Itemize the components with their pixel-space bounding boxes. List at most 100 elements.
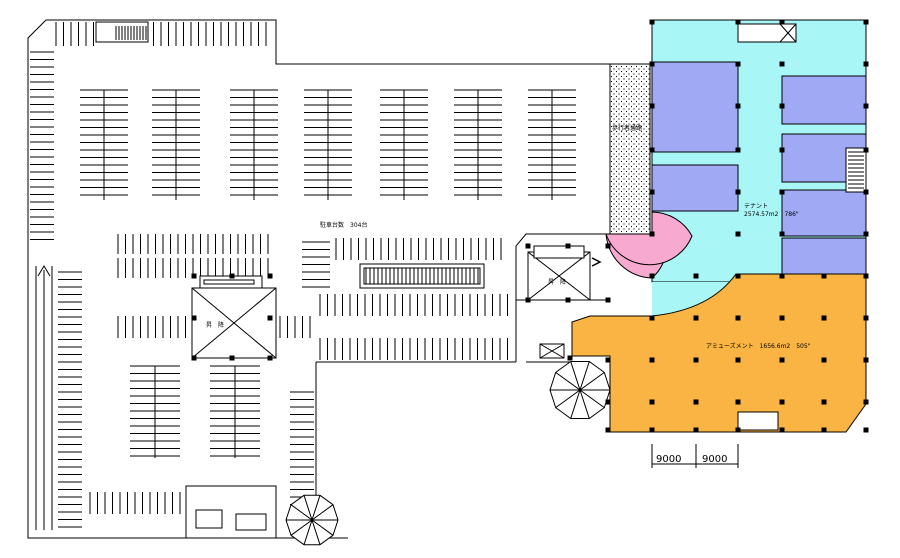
column [605, 243, 611, 249]
column [863, 357, 869, 363]
canopy-rib [311, 495, 321, 521]
canopy-rib [290, 504, 313, 521]
column [605, 427, 611, 433]
top-stair-block [95, 21, 149, 43]
column [735, 399, 741, 405]
column [649, 103, 655, 109]
column [229, 273, 235, 279]
column [605, 399, 611, 405]
column [863, 273, 869, 279]
column [863, 103, 869, 109]
column [565, 297, 571, 303]
parking-count-label: 駐車台数 304台 [320, 221, 367, 229]
column [735, 147, 741, 153]
column [821, 357, 827, 363]
column [191, 273, 197, 279]
column [693, 273, 699, 279]
column [779, 231, 785, 237]
dimension-label-1: 9000 [656, 454, 681, 465]
amusement-label: アミューズメント 1656.6m2 505" [706, 342, 811, 350]
column [779, 103, 785, 109]
central-escalator [359, 263, 485, 289]
arrow-icon [591, 257, 602, 267]
canopy-rib [579, 389, 590, 419]
column [779, 189, 785, 195]
bottom-left-stair [185, 485, 277, 539]
column [693, 399, 699, 405]
column [267, 355, 273, 361]
column [735, 189, 741, 195]
elevator-core-left [191, 275, 277, 359]
canopy-rib [579, 371, 605, 391]
column [863, 399, 869, 405]
column [735, 19, 741, 25]
column [693, 315, 699, 321]
column [191, 315, 197, 321]
column [735, 61, 741, 67]
column [821, 273, 827, 279]
column [693, 357, 699, 363]
column [649, 273, 655, 279]
column [779, 147, 785, 153]
column [735, 231, 741, 237]
canopy-rib [555, 389, 581, 409]
amusement-zone [571, 273, 867, 433]
column [565, 243, 571, 249]
column [863, 147, 869, 153]
column [649, 427, 655, 433]
structural-columns [191, 19, 869, 433]
column [779, 19, 785, 25]
entrance-canopy-2 [285, 494, 339, 546]
walkway-label: 歩行者通路 [612, 124, 642, 132]
entrance-canopy-1 [549, 361, 611, 419]
pink-zone [605, 210, 693, 279]
entrance-ramp-arrow [35, 265, 53, 530]
walkway-hatched [609, 63, 651, 235]
column [821, 399, 827, 405]
column [779, 357, 785, 363]
column [649, 357, 655, 363]
canopy-rib [290, 519, 313, 536]
column [863, 315, 869, 321]
column [779, 399, 785, 405]
column [779, 315, 785, 321]
column [863, 189, 869, 195]
column [863, 61, 869, 67]
column [863, 427, 869, 433]
canopy-rib [570, 389, 581, 419]
canopy-rib [303, 519, 313, 545]
canopy-rib [555, 371, 581, 391]
canopy-rib [570, 361, 581, 391]
canopy-rib [311, 504, 334, 521]
tenant-label-1: テナント [744, 203, 768, 210]
column [649, 231, 655, 237]
right-stair-cyan [845, 147, 867, 193]
column [863, 19, 869, 25]
column [649, 147, 655, 153]
canopy-rib [311, 519, 334, 536]
column [525, 297, 531, 303]
column [605, 297, 611, 303]
elevator-core-right [527, 245, 591, 301]
column [191, 355, 197, 361]
column [735, 103, 741, 109]
column [735, 273, 741, 279]
column [821, 315, 827, 321]
column [267, 273, 273, 279]
column [863, 231, 869, 237]
column [567, 355, 573, 361]
column [649, 315, 655, 321]
bottom-amusement-stair [737, 411, 779, 431]
column [821, 427, 827, 433]
dimension-label-2: 9000 [702, 454, 727, 465]
parking-stalls [30, 22, 576, 528]
elevator-label-left: 昇 降 [206, 321, 224, 329]
column [649, 189, 655, 195]
tenant-label-2: 2574.57m2 786" [744, 211, 799, 218]
column [735, 357, 741, 363]
canopy-rib [579, 389, 605, 409]
canopy-rib [303, 495, 313, 521]
column [779, 61, 785, 67]
column [649, 399, 655, 405]
